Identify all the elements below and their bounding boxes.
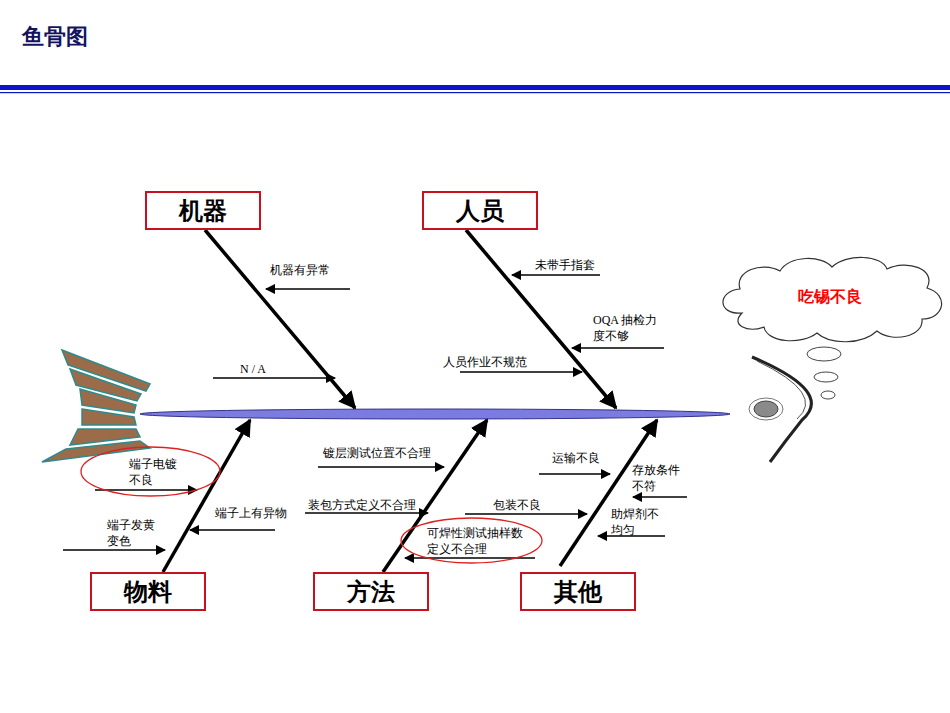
cause-label: OQA 抽检力度不够 [593, 312, 667, 344]
cause-label: 端子发黄变色 [107, 517, 157, 549]
cause-arrow [63, 275, 687, 558]
main-bone [163, 230, 657, 572]
thought-bubble [821, 391, 835, 399]
category-name: 其他 [554, 576, 602, 608]
highlight-ellipse: 可焊性测试抽样数定义不合理 [400, 517, 543, 564]
ellipse-outline [401, 518, 542, 563]
cause-label: 人员作业不规范 [443, 354, 527, 370]
ellipse-outline [81, 447, 220, 496]
category-name: 物料 [124, 576, 172, 608]
header-rule [0, 92, 950, 93]
header-rule [0, 85, 950, 90]
category-name: 人员 [456, 195, 504, 227]
cause-label: 机器有异常 [270, 262, 330, 278]
category-name: 机器 [179, 195, 227, 227]
cause-label: 端子上有异物 [215, 505, 287, 521]
thought-bubble [814, 372, 838, 382]
category-box: 方法 [313, 572, 429, 611]
category-box: 人员 [422, 191, 538, 230]
category-box: 物料 [90, 572, 206, 611]
cause-text: 端子电镀不良 [129, 456, 181, 488]
cause-label: 包装不良 [493, 497, 541, 513]
thought-bubble [807, 347, 841, 361]
category-name: 方法 [347, 576, 395, 608]
category-box: 其他 [520, 572, 636, 611]
fish-eye [749, 398, 783, 420]
cause-label: 存放条件不符 [632, 462, 682, 494]
cause-label: N / A [240, 361, 266, 377]
fish-tail [42, 350, 150, 462]
fish-eye [754, 401, 778, 417]
highlight-ellipse: 端子电镀不良 [80, 446, 221, 497]
ellipse-outline [80, 446, 221, 497]
cause-label: 助焊剂不均匀 [611, 506, 661, 538]
category-box: 机器 [145, 191, 261, 230]
problem-text: 吃锡不良 [712, 287, 948, 308]
page-title: 鱼骨图 [22, 22, 88, 52]
cause-label: 未带手指套 [535, 257, 595, 273]
cause-label: 运输不良 [552, 450, 600, 466]
ellipse-outline [400, 517, 543, 564]
cause-label: 装包方式定义不合理 [308, 497, 416, 513]
problem-cloud: 吃锡不良 [712, 253, 948, 345]
cause-text: 可焊性测试抽样数定义不合理 [427, 525, 527, 557]
cause-label: 镀层测试位置不合理 [323, 445, 431, 461]
fish-spine [140, 409, 730, 419]
